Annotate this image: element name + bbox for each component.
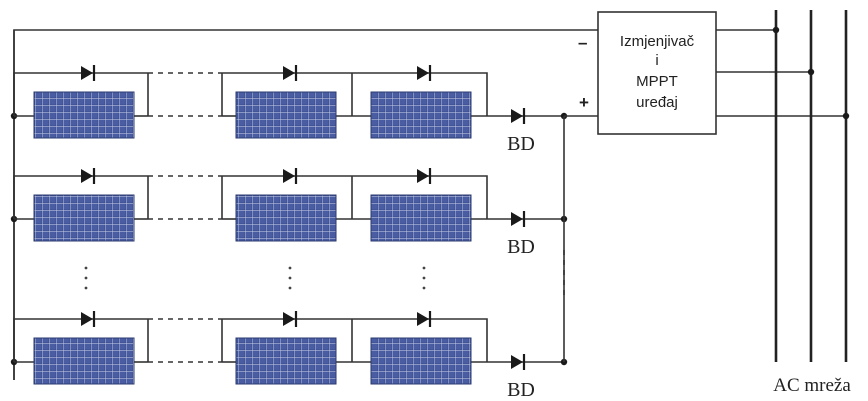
row-2-blocking-diode-triangle [511,212,523,226]
row-2-bypass-right [222,175,488,219]
ac-node-3 [842,112,850,120]
ellipsis-col-1-dot-1 [84,266,88,270]
ellipsis-col-3-dot-1 [422,266,426,270]
ellipsis-col-1-dot-3 [84,286,88,290]
inverter-line-2: i [655,52,658,69]
row-1-diode-2-triangle [283,66,295,80]
row-1-panel-1 [33,91,135,139]
string-rows: BD BD BD [10,65,568,401]
row-3-bypass-right [222,318,488,362]
row-3-bypass-left [13,318,148,362]
row-1-bypass-left [13,72,148,116]
row-1-blocking-diode-triangle [511,109,523,123]
row-2-panel-1 [33,194,135,242]
inverter-box [597,11,717,135]
row-2-bd-label: BD [507,236,535,258]
inverter-minus-sign: – [578,33,587,52]
ellipsis-col-2-dot-1 [288,266,292,270]
row-1-bypass-right [222,72,488,116]
row-1-diode-1-triangle [81,66,93,80]
inverter-plus-sign: + [579,93,589,112]
row-1-bd-label: BD [507,133,535,155]
row-3-panel-3 [370,337,472,385]
row-1-diode-3-triangle [417,66,429,80]
row-3-blocking-diode-triangle [511,355,523,369]
row-1-panel-2 [235,91,337,139]
inverter-line-3: MPPT [636,73,678,90]
row-2-diode-3-triangle [417,169,429,183]
ac-node-2 [807,68,815,76]
row-2-bypass-left [13,175,148,219]
row-2-panel-3 [370,194,472,242]
inverter-line-1: Izmjenjivač [620,33,695,50]
ellipsis-col-2-dot-3 [288,286,292,290]
row-3-panel-1 [33,337,135,385]
ac-node-1 [772,26,780,34]
row-3-panel-2 [235,337,337,385]
row-3-diode-1-triangle [81,312,93,326]
row-3-diode-2-triangle [283,312,295,326]
inverter-line-4: uređaj [636,94,678,111]
row-3-diode-3-triangle [417,312,429,326]
ellipsis-col-3-dot-3 [422,286,426,290]
row-2-diode-1-triangle [81,169,93,183]
row-3-bd-label: BD [507,379,535,401]
row-2-panel-2 [235,194,337,242]
row-1-panel-3 [370,91,472,139]
ellipsis-col-1-dot-2 [84,276,88,280]
ellipsis-col-3-dot-2 [422,276,426,280]
ellipsis-col-2-dot-2 [288,276,292,280]
ac-grid-label: AC mreža [773,375,851,396]
row-2-diode-2-triangle [283,169,295,183]
